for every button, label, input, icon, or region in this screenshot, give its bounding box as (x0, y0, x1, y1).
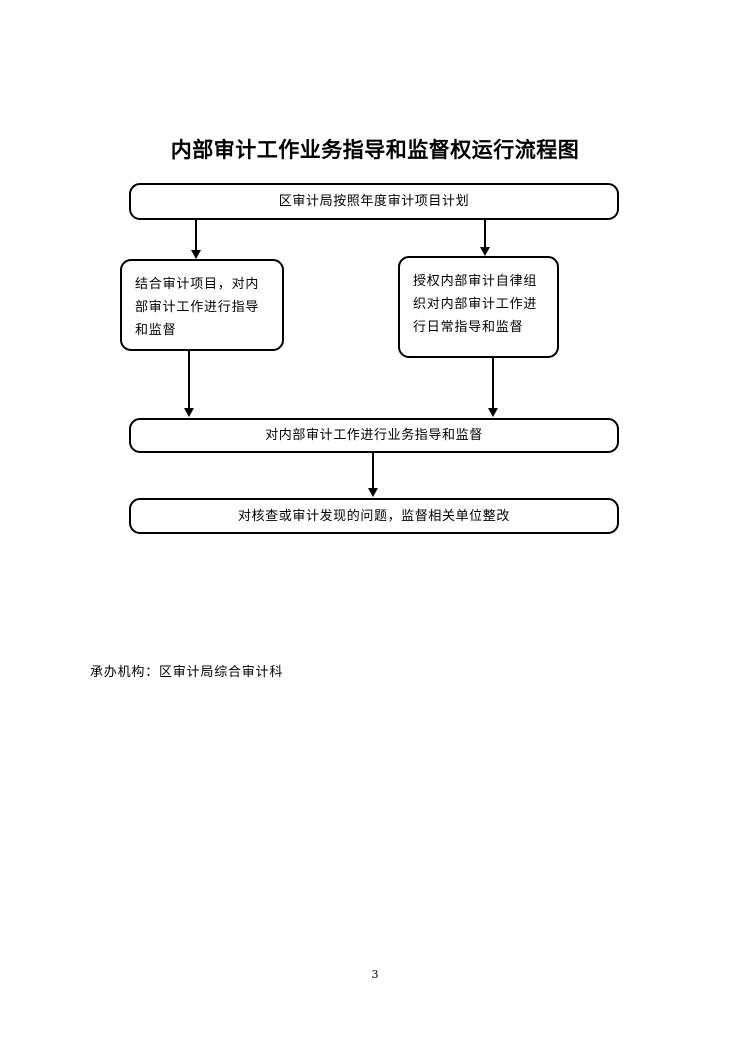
arrow-head-icon (191, 250, 201, 259)
flow-node-5: 对核查或审计发现的问题，监督相关单位整改 (129, 498, 619, 534)
flow-node-4: 对内部审计工作进行业务指导和监督 (129, 418, 619, 453)
page-number: 3 (371, 968, 379, 981)
flow-node-5-label: 对核查或审计发现的问题，监督相关单位整改 (237, 508, 510, 524)
flow-node-2-label: 结合审计项目，对内部审计工作进行指导和监督 (135, 277, 260, 338)
flow-node-1-label: 区审计局按照年度审计项目计划 (278, 194, 470, 209)
responsible-organization-note: 承办机构：区审计局综合审计科 (90, 665, 284, 680)
flow-node-2: 结合审计项目，对内部审计工作进行指导和监督 (120, 259, 284, 351)
arrow-head-icon (488, 408, 498, 417)
flow-node-4-label: 对内部审计工作进行业务指导和监督 (265, 428, 483, 443)
flow-node-3-label: 授权内部审计自律组织对内部审计工作进行日常指导和监督 (413, 274, 538, 335)
page-title: 内部审计工作业务指导和监督权运行流程图 (170, 137, 580, 162)
arrow-shaft (484, 220, 486, 248)
arrow-shaft (195, 220, 197, 251)
arrow-shaft (372, 453, 374, 489)
arrow-shaft (492, 358, 494, 409)
flow-node-3: 授权内部审计自律组织对内部审计工作进行日常指导和监督 (398, 256, 559, 358)
arrow-head-icon (480, 247, 490, 256)
arrow-head-icon (184, 408, 194, 417)
flow-node-1: 区审计局按照年度审计项目计划 (129, 183, 619, 220)
arrow-head-icon (368, 488, 378, 497)
arrow-shaft (188, 351, 190, 409)
